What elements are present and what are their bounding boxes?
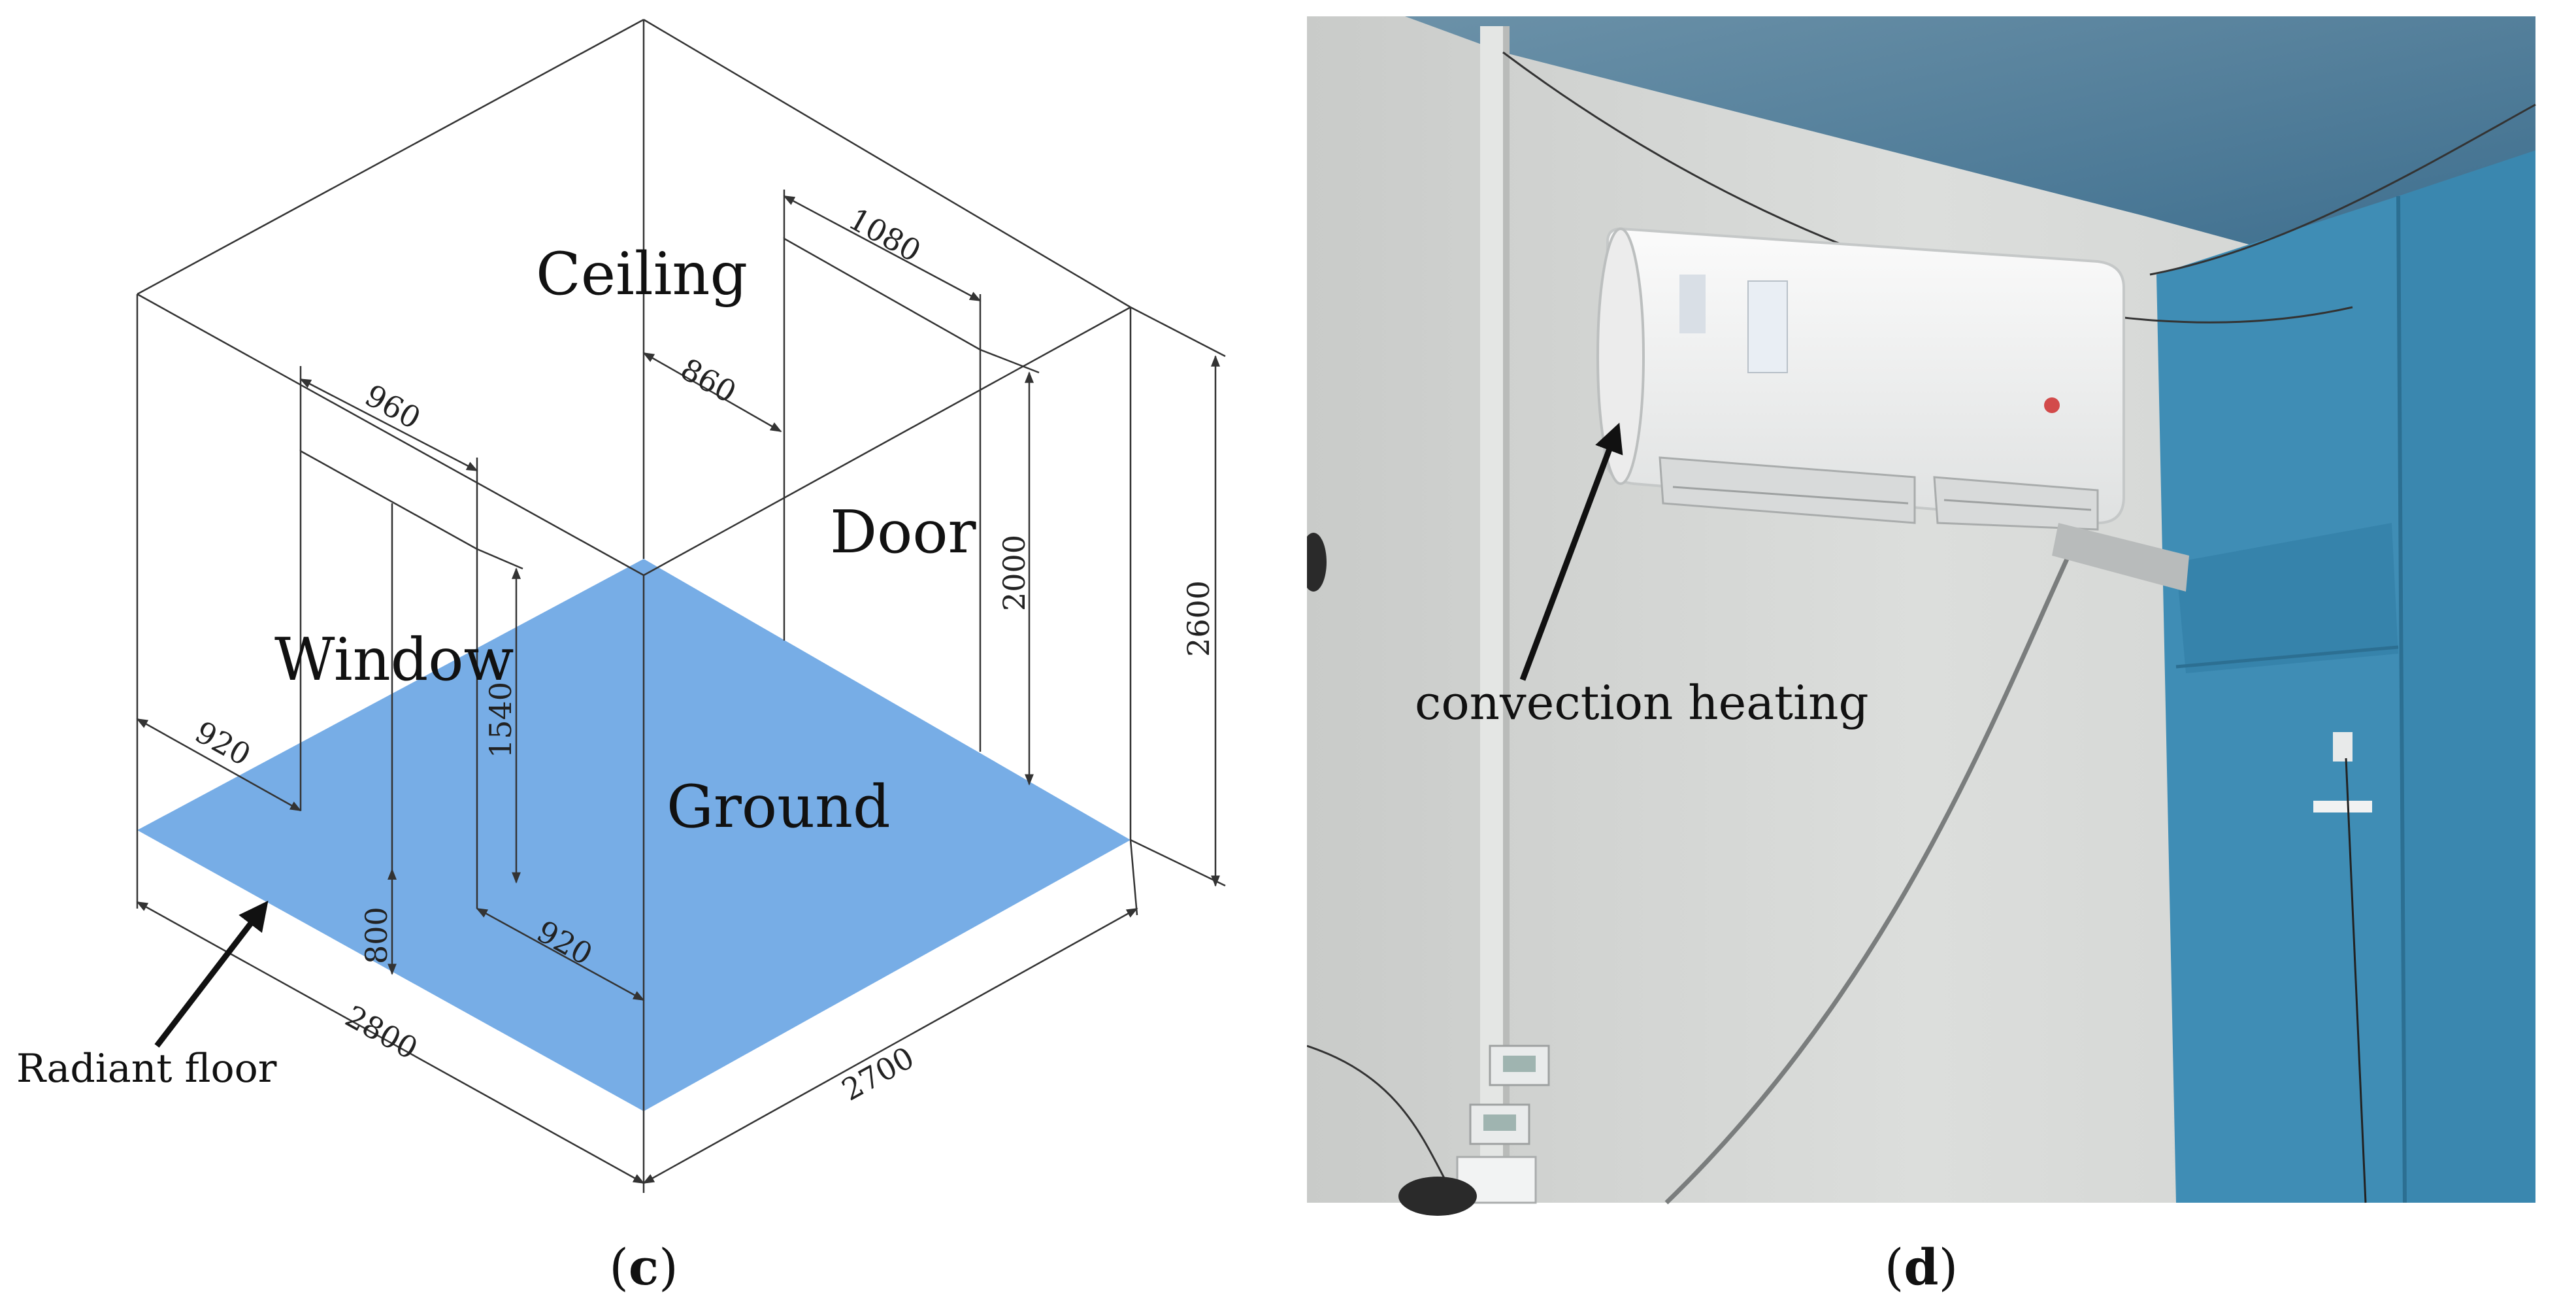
label-convection-heating: convection heating bbox=[1415, 675, 1869, 730]
dim-2800: 2800 bbox=[340, 998, 424, 1066]
air-conditioner-unit bbox=[1596, 227, 2125, 531]
room-diagram-svg: 1080 860 2000 2600 960 1540 920 800 920 … bbox=[16, 18, 1226, 1296]
dim-1540: 1540 bbox=[483, 682, 518, 758]
radiant-floor-arrow bbox=[154, 900, 269, 1048]
dim-2700: 2700 bbox=[836, 1040, 920, 1108]
convection-heating-arrow bbox=[1519, 422, 1623, 681]
label-ground: Ground bbox=[667, 773, 891, 841]
dim-1080: 1080 bbox=[843, 201, 927, 269]
dim-2000: 2000 bbox=[997, 535, 1032, 611]
caption-c: (c) bbox=[609, 1238, 678, 1296]
ac-photo-svg: convection heating (d) bbox=[1300, 16, 2536, 1296]
insulation-panel-left bbox=[2156, 196, 2405, 1203]
panel-c-room-diagram: 1080 860 2000 2600 960 1540 920 800 920 … bbox=[16, 18, 1226, 1296]
dim-860: 860 bbox=[675, 351, 742, 410]
label-door: Door bbox=[830, 498, 977, 567]
photo-image bbox=[1300, 16, 2536, 1216]
panel-d-photo: convection heating (d) bbox=[1300, 0, 2576, 1303]
dimension-lines bbox=[136, 195, 1226, 1193]
ceiling-surface bbox=[1405, 16, 2535, 255]
room-wireframe bbox=[136, 18, 1132, 1111]
wall-meter-1 bbox=[1489, 1045, 1550, 1086]
dim-800: 800 bbox=[359, 907, 394, 964]
label-window: Window bbox=[274, 626, 514, 694]
dim-2600: 2600 bbox=[1181, 580, 1216, 657]
label-ceiling: Ceiling bbox=[536, 240, 748, 309]
dim-920-left: 920 bbox=[190, 714, 257, 773]
insulation-panel-right bbox=[2398, 150, 2535, 1203]
label-radiant-floor: Radiant floor bbox=[16, 1046, 277, 1092]
caption-d: (d) bbox=[1885, 1238, 1958, 1296]
